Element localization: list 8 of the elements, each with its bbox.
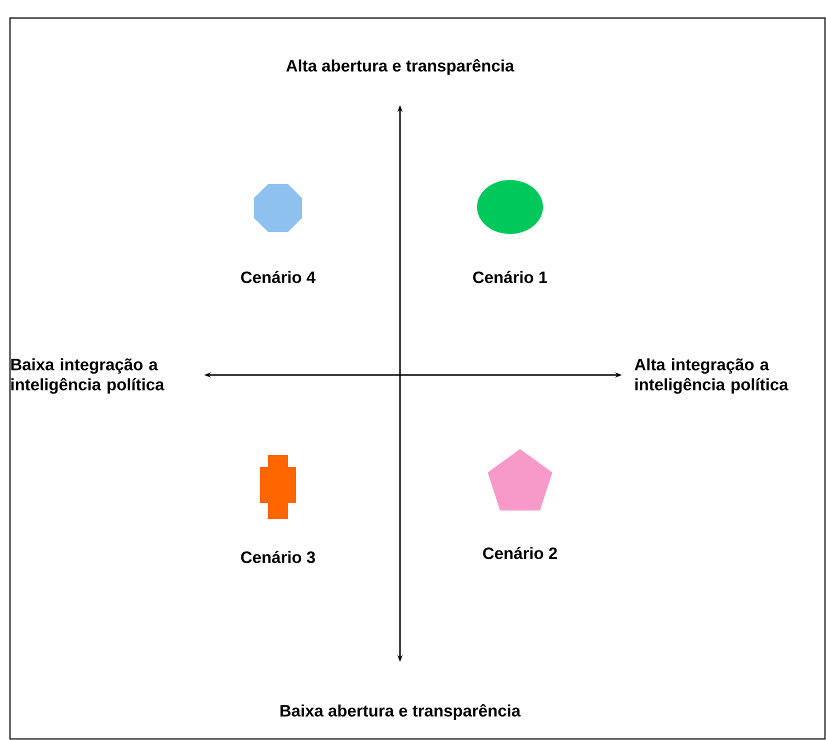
scenario-label: Cenário 1 bbox=[473, 270, 548, 284]
axis-label: Alta integração a inteligência política bbox=[634, 358, 788, 394]
axis-label: Alta abertura e transparência bbox=[286, 59, 514, 75]
axis-label: Baixa abertura e transparência bbox=[280, 704, 521, 720]
scenario-label: Cenário 3 bbox=[241, 550, 315, 564]
scenario-label: Cenário 2 bbox=[483, 546, 557, 560]
scenario-label: Cenário 4 bbox=[241, 270, 316, 284]
axis-label: Baixa integração a inteligência política bbox=[11, 358, 164, 394]
